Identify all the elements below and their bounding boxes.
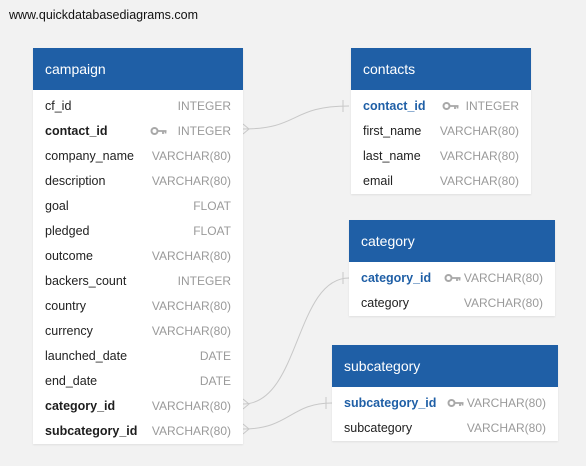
field-name: subcategory bbox=[344, 421, 413, 435]
table-header[interactable]: subcategory bbox=[332, 345, 558, 387]
field-row-first-name[interactable]: first_name VARCHAR(80) bbox=[351, 119, 531, 144]
field-type: INTEGER bbox=[177, 124, 231, 138]
field-type: VARCHAR(80) bbox=[151, 399, 231, 413]
field-row-last-name[interactable]: last_name VARCHAR(80) bbox=[351, 144, 531, 169]
field-row-pledged[interactable]: pledged FLOAT bbox=[33, 219, 243, 244]
field-type: DATE bbox=[199, 374, 231, 388]
field-name: pledged bbox=[45, 224, 90, 238]
field-type: VARCHAR(80) bbox=[439, 124, 519, 138]
key-icon bbox=[444, 274, 461, 282]
field-name: category bbox=[361, 296, 409, 310]
field-row-subcategory-id[interactable]: subcategory_id VARCHAR(80) bbox=[332, 391, 558, 416]
field-name: subcategory_id bbox=[344, 396, 437, 410]
field-type: VARCHAR(80) bbox=[151, 424, 231, 438]
key-icon bbox=[447, 399, 464, 407]
site-url[interactable]: www.quickdatabasediagrams.com bbox=[9, 8, 198, 22]
table-header[interactable]: contacts bbox=[351, 48, 531, 90]
field-type: DATE bbox=[199, 349, 231, 363]
field-type: VARCHAR(80) bbox=[151, 299, 231, 313]
field-name: last_name bbox=[363, 149, 421, 163]
field-name: end_date bbox=[45, 374, 98, 388]
field-name: currency bbox=[45, 324, 93, 338]
field-row-backers-count[interactable]: backers_count INTEGER bbox=[33, 269, 243, 294]
field-row-company-name[interactable]: company_name VARCHAR(80) bbox=[33, 144, 243, 169]
field-row-subcategory[interactable]: subcategory VARCHAR(80) bbox=[332, 416, 558, 441]
field-name: email bbox=[363, 174, 393, 188]
field-name: first_name bbox=[363, 124, 422, 138]
field-name: goal bbox=[45, 199, 69, 213]
table-header[interactable]: category bbox=[349, 220, 555, 262]
field-row-currency[interactable]: currency VARCHAR(80) bbox=[33, 319, 243, 344]
field-type: VARCHAR(80) bbox=[151, 149, 231, 163]
field-type: VARCHAR(80) bbox=[466, 396, 546, 410]
field-name: launched_date bbox=[45, 349, 128, 363]
field-name: category_id bbox=[45, 399, 116, 413]
field-row-end-date[interactable]: end_date DATE bbox=[33, 369, 243, 394]
field-type: FLOAT bbox=[193, 224, 231, 238]
field-row-category[interactable]: category VARCHAR(80) bbox=[349, 291, 555, 316]
field-row-launched-date[interactable]: launched_date DATE bbox=[33, 344, 243, 369]
field-row-goal[interactable]: goal FLOAT bbox=[33, 194, 243, 219]
field-type: VARCHAR(80) bbox=[463, 271, 543, 285]
field-row-category-id[interactable]: category_id VARCHAR(80) bbox=[33, 394, 243, 419]
field-row-outcome[interactable]: outcome VARCHAR(80) bbox=[33, 244, 243, 269]
connector-contact bbox=[242, 105, 350, 130]
field-type: VARCHAR(80) bbox=[463, 296, 543, 310]
field-name: subcategory_id bbox=[45, 424, 138, 438]
key-icon bbox=[150, 127, 167, 135]
field-type: INTEGER bbox=[177, 274, 231, 288]
field-row-category-id[interactable]: category_id VARCHAR(80) bbox=[349, 266, 555, 291]
field-row-cf-id[interactable]: cf_id INTEGER bbox=[33, 94, 243, 119]
field-row-country[interactable]: country VARCHAR(80) bbox=[33, 294, 243, 319]
field-name: country bbox=[45, 299, 86, 313]
field-type: VARCHAR(80) bbox=[466, 421, 546, 435]
field-row-description[interactable]: description VARCHAR(80) bbox=[33, 169, 243, 194]
field-row-subcategory-id[interactable]: subcategory_id VARCHAR(80) bbox=[33, 419, 243, 444]
field-type: FLOAT bbox=[193, 199, 231, 213]
field-row-contact-id[interactable]: contact_id INTEGER bbox=[351, 94, 531, 119]
table-header[interactable]: campaign bbox=[33, 48, 243, 90]
field-row-email[interactable]: email VARCHAR(80) bbox=[351, 169, 531, 194]
many-marker-subcategory bbox=[242, 423, 250, 435]
field-name: company_name bbox=[45, 149, 134, 163]
field-name: contact_id bbox=[363, 99, 426, 113]
field-name: description bbox=[45, 174, 106, 188]
field-type: VARCHAR(80) bbox=[439, 149, 519, 163]
field-type: VARCHAR(80) bbox=[439, 174, 519, 188]
many-marker-contact bbox=[242, 123, 250, 135]
field-name: backers_count bbox=[45, 274, 127, 288]
field-name: category_id bbox=[361, 271, 432, 285]
field-row-contact-id[interactable]: contact_id INTEGER bbox=[33, 119, 243, 144]
connector-category bbox=[242, 277, 350, 405]
field-type: VARCHAR(80) bbox=[151, 174, 231, 188]
many-marker-category bbox=[242, 398, 250, 410]
field-name: contact_id bbox=[45, 124, 108, 138]
key-icon bbox=[442, 102, 459, 110]
field-type: INTEGER bbox=[177, 99, 231, 113]
connector-subcategory bbox=[242, 402, 333, 430]
field-type: INTEGER bbox=[465, 99, 519, 113]
field-type: VARCHAR(80) bbox=[151, 324, 231, 338]
field-type: VARCHAR(80) bbox=[151, 249, 231, 263]
field-name: outcome bbox=[45, 249, 93, 263]
field-name: cf_id bbox=[45, 99, 72, 113]
